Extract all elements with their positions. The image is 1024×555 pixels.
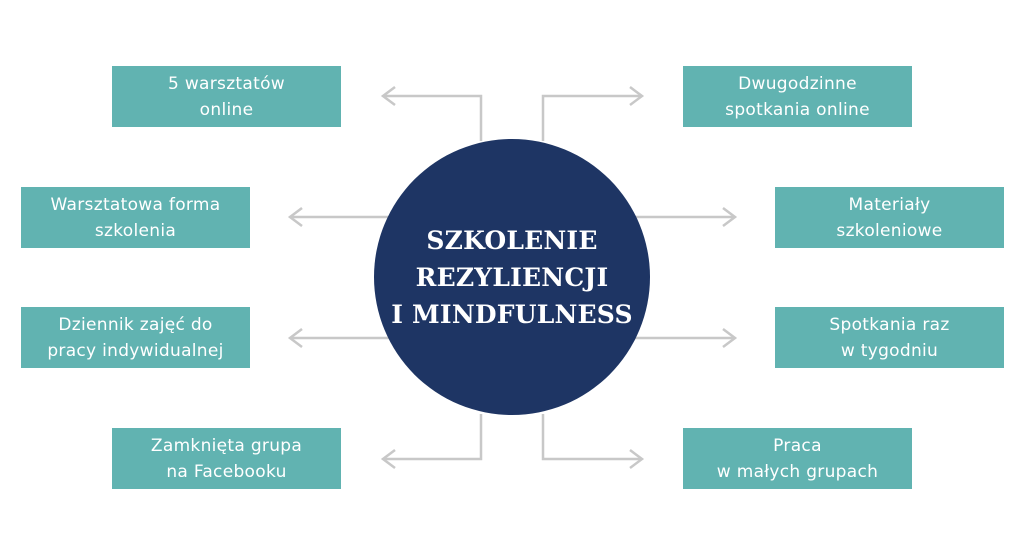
arrowhead-left-2 — [287, 207, 303, 227]
feature-box-facebook-group: Zamknięta grupa na Facebooku — [112, 428, 341, 489]
connector-bottom-right-4 — [541, 414, 642, 461]
arrowhead-top-left-1 — [380, 86, 396, 106]
feature-box-activity-journal: Dziennik zajęć do pracy indywidualnej — [21, 307, 250, 368]
arrowhead-right-2 — [722, 207, 738, 227]
arrowhead-left-3 — [287, 328, 303, 348]
feature-box-small-groups: Praca w małych grupach — [683, 428, 912, 489]
arrowhead-right-3 — [722, 328, 738, 348]
connector-bottom-left-4 — [383, 414, 483, 461]
center-circle: SZKOLENIE REZYLIENCJI I MINDFULNESS — [374, 139, 650, 415]
arrowhead-bottom-right-4 — [629, 449, 645, 469]
connector-top-right-1 — [541, 94, 642, 141]
arrowhead-top-right-1 — [629, 86, 645, 106]
arrowhead-bottom-left-4 — [380, 449, 396, 469]
connector-top-left-1 — [383, 94, 483, 141]
feature-box-training-materials: Materiały szkoleniowe — [775, 187, 1004, 248]
feature-box-workshop-form: Warsztatowa forma szkolenia — [21, 187, 250, 248]
feature-box-weekly-meetings: Spotkania raz w tygodniu — [775, 307, 1004, 368]
feature-box-two-hour-meetings: Dwugodzinne spotkania online — [683, 66, 912, 127]
feature-box-online-workshops: 5 warsztatów online — [112, 66, 341, 127]
center-title: SZKOLENIE REZYLIENCJI I MINDFULNESS — [391, 225, 633, 329]
